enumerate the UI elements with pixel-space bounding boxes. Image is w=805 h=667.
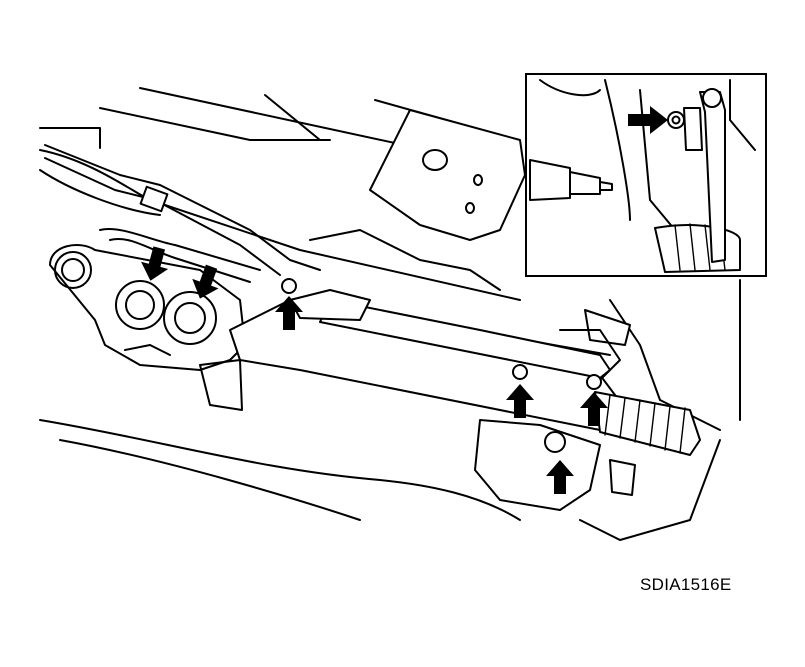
hydraulic-lines [44,144,321,283]
bolt-2 [512,364,528,380]
bolt-1 [281,278,297,294]
figure-code: SDIA1516E [640,575,732,594]
arrow-icon [628,106,668,134]
arrow-icon [141,246,169,281]
arrow-icon [506,384,534,418]
arrow-icon [580,392,608,426]
rack-bolts [281,278,602,390]
left-mount-assembly [49,244,246,411]
crossmember-bracket [309,109,526,291]
bolt-3 [586,374,602,390]
arrow-icon [275,296,303,330]
rack-boot [594,391,701,496]
indicator-arrows [141,246,608,494]
arrow-icon [546,460,574,494]
inset-detail [525,73,767,277]
lower-bracket [474,309,631,511]
arrow-icon [192,264,219,299]
